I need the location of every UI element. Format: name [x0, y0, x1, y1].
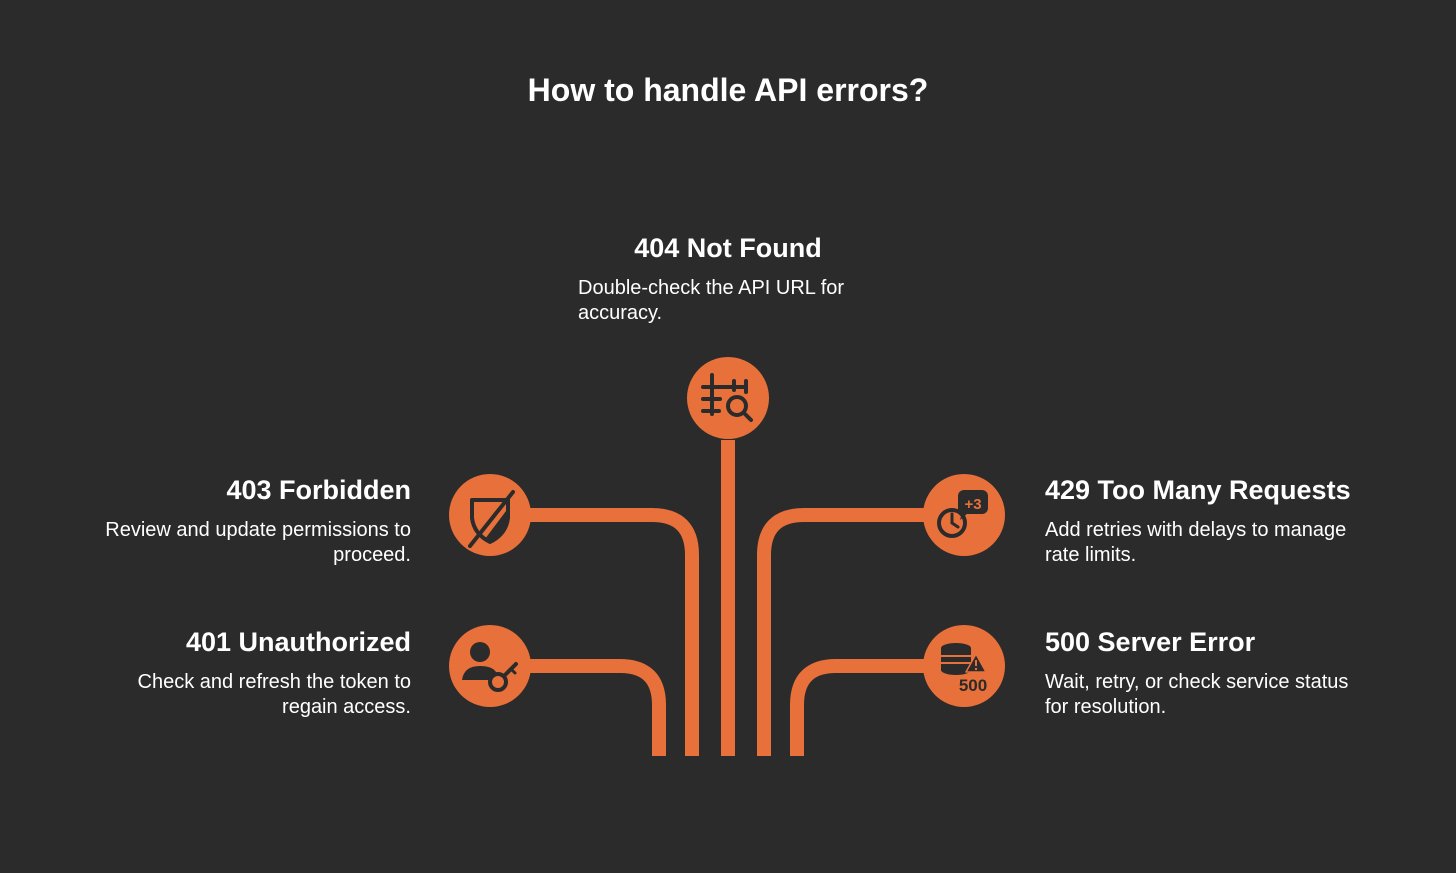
user-key-icon: [449, 625, 531, 707]
item-403: 403 Forbidden Review and update permissi…: [70, 474, 411, 568]
item-403-title: 403 Forbidden: [226, 475, 411, 505]
badge-plus-three: +3: [964, 496, 981, 513]
badge-500: 500: [959, 676, 987, 695]
database-warning-icon: [923, 625, 1005, 707]
item-429: 429 Too Many Requests Add retries with d…: [1045, 474, 1385, 568]
item-401-title: 401 Unauthorized: [185, 627, 411, 657]
item-429-title: 429 Too Many Requests: [1045, 475, 1351, 505]
url-search-icon: [687, 357, 769, 439]
item-404-title: 404 Not Found: [634, 233, 822, 263]
clock-plus-three-icon: [923, 474, 1005, 556]
diagram-title: How to handle API errors?: [527, 72, 929, 108]
item-500-title: 500 Server Error: [1045, 627, 1256, 657]
shield-off-icon: [449, 474, 531, 556]
item-404-description: Double-check the API URL for accuracy.: [578, 277, 845, 324]
connector-401: [530, 659, 666, 756]
connector-429: [757, 508, 926, 756]
item-429-description: Add retries with delays to manage rate l…: [1045, 519, 1347, 566]
connector-500: [790, 659, 926, 756]
item-401-description: Check and refresh the token to regain ac…: [137, 671, 412, 718]
item-500-description: Wait, retry, or check service status for…: [1045, 671, 1349, 718]
item-403-description: Review and update permissions to proceed…: [105, 519, 411, 566]
connector-403: [530, 508, 699, 756]
item-401: 401 Unauthorized Check and refresh the t…: [110, 626, 412, 720]
item-404: 404 Not Found Double-check the API URL f…: [578, 232, 878, 326]
item-500: 500 Server Error Wait, retry, or check s…: [1045, 626, 1385, 720]
